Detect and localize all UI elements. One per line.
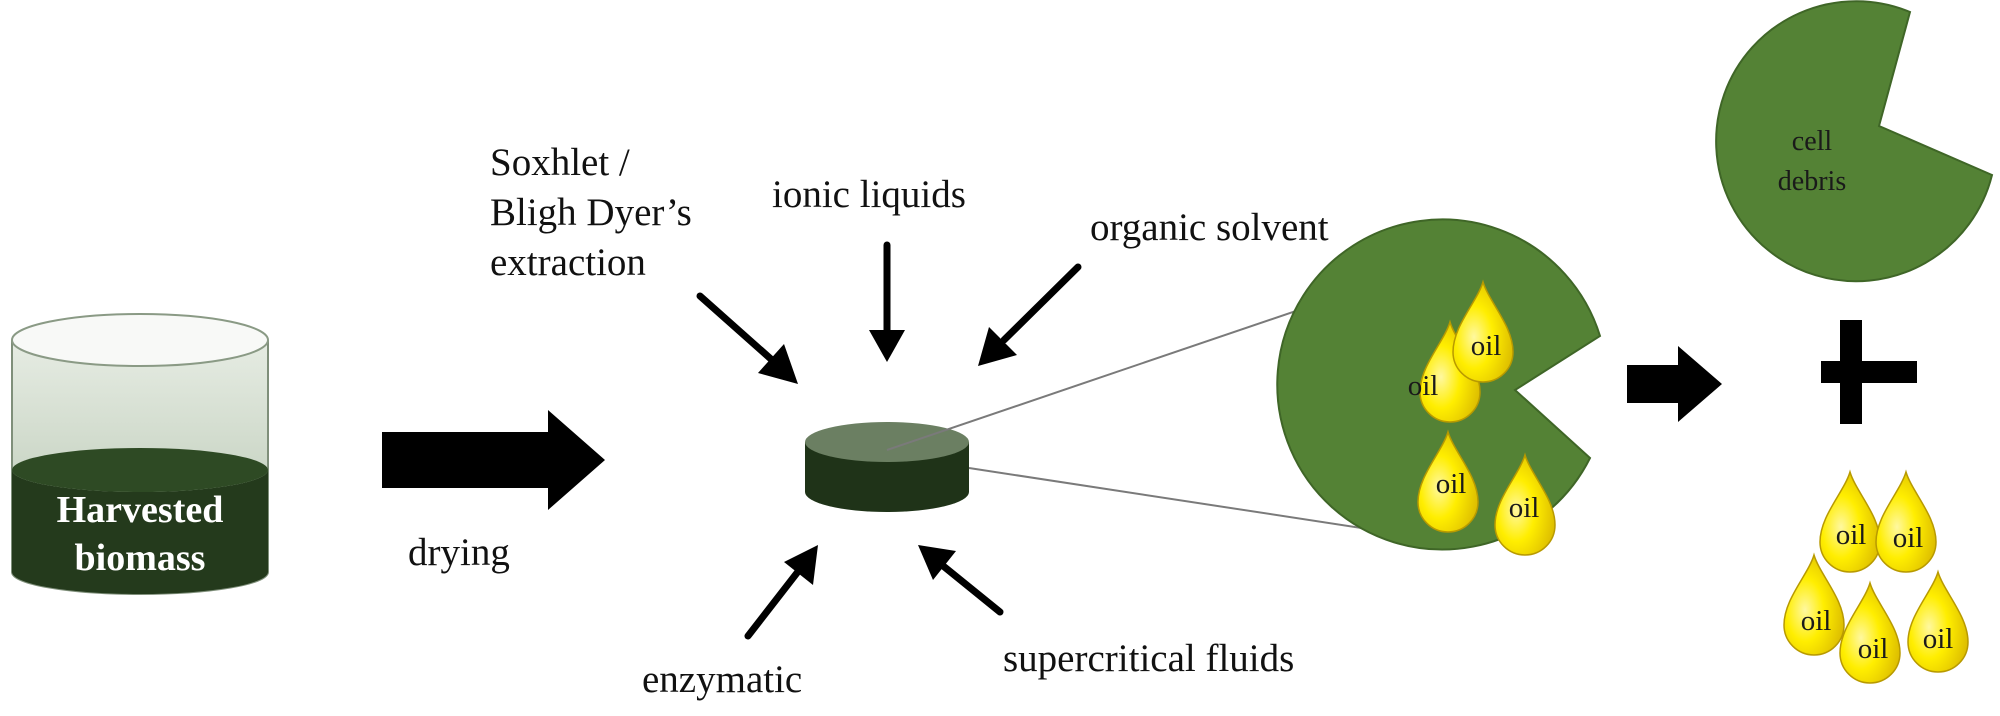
result-arrow bbox=[1627, 346, 1722, 422]
oil-label: oil bbox=[1893, 522, 1924, 554]
ionic-liquids-label: ionic liquids bbox=[772, 173, 966, 216]
released-oil: oil oil oil oil oil bbox=[1783, 471, 1969, 684]
oil-droplet: oil bbox=[1875, 471, 1937, 573]
arrow-soxhlet bbox=[696, 292, 776, 364]
arrow-ionic-head bbox=[869, 330, 905, 362]
oil-label: oil bbox=[1858, 633, 1889, 665]
soxhlet-label-line3: extraction bbox=[490, 241, 646, 284]
arrow-supercritical bbox=[938, 561, 1004, 616]
supercritical-fluids-label: supercritical fluids bbox=[1003, 637, 1294, 680]
oil-label: oil bbox=[1509, 492, 1540, 524]
oil-droplet: oil bbox=[1452, 281, 1514, 383]
biomass-label-line1: Harvested bbox=[57, 489, 224, 531]
oil-droplet: oil bbox=[1783, 554, 1845, 656]
organic-solvent-label: organic solvent bbox=[1090, 206, 1329, 249]
arrow-supercritical-head bbox=[918, 545, 956, 580]
oil-label: oil bbox=[1408, 370, 1439, 402]
arrow-soxhlet-head bbox=[758, 344, 798, 384]
method-arrows bbox=[696, 241, 1082, 640]
cell-debris-label-line2: debris bbox=[1778, 166, 1846, 197]
oil-droplet: oil bbox=[1494, 454, 1556, 556]
arrow-enzymatic-head bbox=[784, 545, 818, 585]
biomass-label-line2: biomass bbox=[75, 537, 206, 579]
oil-label: oil bbox=[1923, 623, 1954, 655]
oil-droplet: oil bbox=[1819, 471, 1881, 573]
oil-droplet: oil bbox=[1907, 571, 1969, 673]
enzymatic-label: enzymatic bbox=[642, 658, 802, 701]
biomass-beaker: Harvested biomass bbox=[11, 313, 269, 595]
cell-debris-label-line1: cell bbox=[1792, 126, 1833, 157]
oil-label: oil bbox=[1801, 605, 1832, 637]
arrow-enzymatic bbox=[744, 565, 804, 640]
drying-arrow bbox=[382, 410, 605, 510]
plus-sign bbox=[1821, 320, 1917, 424]
soxhlet-label-line2: Bligh Dyer’s bbox=[490, 191, 692, 234]
dried-biomass-disk bbox=[805, 422, 969, 512]
oil-label: oil bbox=[1836, 519, 1867, 551]
drying-label: drying bbox=[408, 531, 510, 574]
arrow-organic-head bbox=[978, 327, 1017, 366]
oil-label: oil bbox=[1471, 330, 1502, 362]
oil-droplet: oil bbox=[1839, 582, 1901, 684]
arrow-organic bbox=[1000, 263, 1082, 344]
soxhlet-label-line1: Soxhlet / bbox=[490, 141, 630, 184]
oil-droplet: oil bbox=[1408, 321, 1481, 423]
oil-label: oil bbox=[1436, 468, 1467, 500]
oil-droplet: oil bbox=[1417, 431, 1479, 533]
cell-debris: cell debris bbox=[1715, 0, 1994, 283]
broken-cell: oil oil oil oil bbox=[1276, 218, 1602, 556]
